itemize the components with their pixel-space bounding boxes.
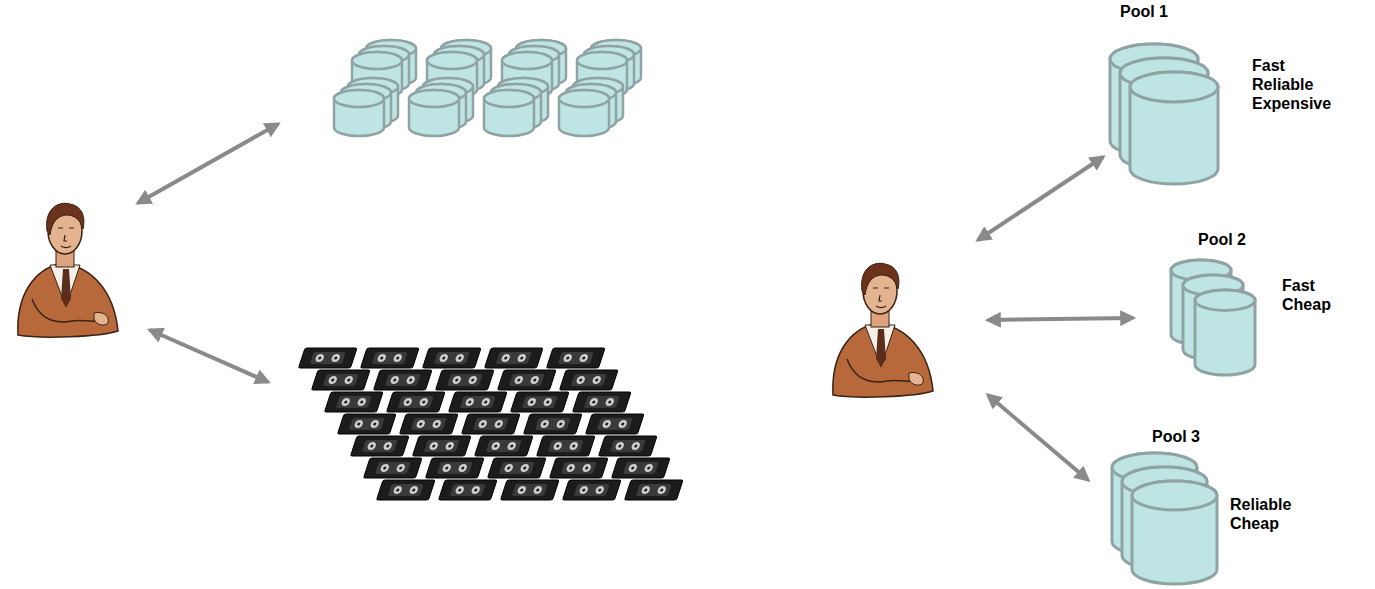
access-arrow [978,157,1103,240]
cylinder-stack [1100,0,1360,188]
tape-cartridge [436,370,494,390]
tape-cartridge [413,436,471,456]
tape-cartridge [312,370,370,390]
access-arrow [988,318,1133,320]
tape-cartridge [462,414,520,434]
tape-cartridge [625,480,683,500]
tape-cartridge [511,392,569,412]
storage-pool: Pool 3 Reliable Cheap [1110,425,1350,589]
tape-array [299,348,683,500]
pool-heading: Pool 1 [1120,2,1168,21]
tape-cartridge [586,414,644,434]
tape-cartridge [426,458,484,478]
tape-cartridge [351,436,409,456]
disk-array [334,40,641,136]
pool-heading: Pool 3 [1152,427,1200,446]
pool-properties: Fast Reliable Expensive [1252,56,1331,113]
tape-cartridge [599,436,657,456]
access-arrows [138,124,1133,480]
tape-cartridge [299,348,357,368]
tape-cartridge [377,480,435,500]
tape-cartridge [612,458,670,478]
storage-pool: Pool 2 Fast Cheap [1160,228,1375,378]
tape-cartridge [560,370,618,390]
person-icon [833,263,933,397]
person-icon [18,203,118,337]
disk-cylinder [484,90,534,136]
disk-cylinder [334,90,384,136]
tape-cartridge [361,348,419,368]
pool-properties: Fast Cheap [1282,276,1331,314]
tape-cartridge [537,436,595,456]
tape-cartridge [475,436,533,456]
tape-cartridge [550,458,608,478]
tape-cartridge [439,480,497,500]
disk-cylinder [1195,290,1255,375]
tape-cartridge [563,480,621,500]
tape-cartridge [325,392,383,412]
access-arrow [988,395,1088,480]
tape-cartridge [501,480,559,500]
tape-cartridge [485,348,543,368]
disk-cylinder [409,90,459,136]
tape-cartridge [400,414,458,434]
pool-heading: Pool 2 [1198,230,1246,249]
access-arrow [138,124,278,203]
disk-cylinder [1130,72,1218,184]
cylinder-stack [1160,228,1375,378]
tape-cartridge [338,414,396,434]
disk-cylinder [559,90,609,136]
tape-cartridge [374,370,432,390]
disk-cylinder [1132,481,1217,584]
tape-cartridge [547,348,605,368]
tape-cartridge [423,348,481,368]
tape-cartridge [498,370,556,390]
tape-cartridge [524,414,582,434]
access-arrow [150,330,268,382]
tape-cartridge [449,392,507,412]
pool-properties: Reliable Cheap [1230,495,1291,533]
tape-cartridge [573,392,631,412]
tape-cartridge [387,392,445,412]
tape-cartridge [488,458,546,478]
storage-pool: Pool 1 Fast Reliable Expensive [1100,0,1360,188]
tape-cartridge [364,458,422,478]
